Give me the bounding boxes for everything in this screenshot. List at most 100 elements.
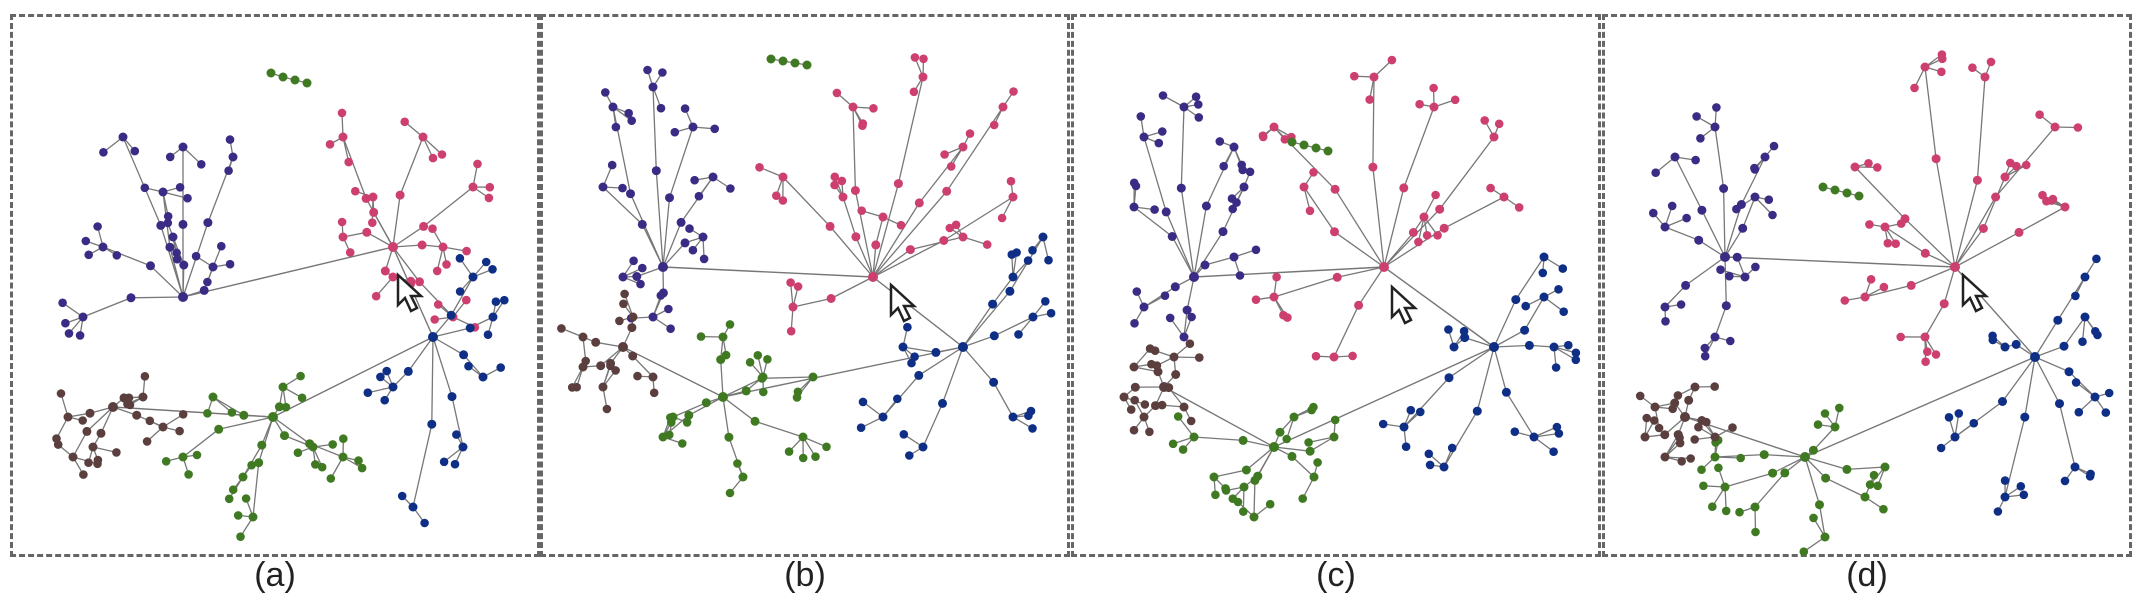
graph-node [1239, 182, 1249, 192]
graph-node [371, 291, 381, 301]
graph-node [1332, 272, 1342, 282]
graph-edge [1884, 226, 1926, 254]
graph-node [1269, 442, 1279, 452]
graph-node [64, 329, 74, 338]
graph-node [61, 318, 70, 328]
graph-edge [2018, 206, 2066, 233]
graph-node [1299, 182, 1309, 192]
graph-node [1879, 282, 1889, 292]
graph-edge [1193, 205, 1208, 278]
graph-node [1520, 325, 1530, 335]
graph-node [99, 148, 108, 157]
graph-edge [1701, 209, 1726, 258]
graph-node [473, 159, 482, 169]
graph-node [428, 224, 437, 233]
graph-node [1151, 401, 1160, 411]
graph-node [1139, 302, 1149, 312]
graph-node [798, 432, 808, 442]
graph-node [1815, 500, 1824, 510]
graph-node [1699, 481, 1708, 491]
graph-node [2101, 408, 2111, 417]
graph-node [1682, 213, 1691, 223]
graph-node [1661, 317, 1670, 326]
graph-node [68, 452, 78, 462]
graph-node [899, 430, 909, 439]
graph-node [1539, 252, 1549, 262]
graph-node [1179, 402, 1189, 412]
graph-node [1944, 413, 1954, 422]
graph-edge [102, 246, 151, 267]
graph-edge [946, 106, 1004, 192]
graph-node [1750, 502, 1760, 512]
graph-edge [1764, 453, 1806, 458]
graph-node [345, 248, 355, 257]
graph-edge [720, 359, 724, 398]
graph-node [618, 342, 628, 352]
graph-edge [1213, 469, 1247, 478]
graph-node [1732, 204, 1741, 214]
graph-node [1721, 301, 1731, 311]
graph-node [1006, 176, 1016, 186]
graph-edge [672, 402, 707, 418]
graph-node [2092, 254, 2101, 264]
graph-node [637, 219, 647, 229]
graph-node [1950, 262, 1960, 272]
graph-node [838, 192, 848, 202]
graph-node [1489, 132, 1499, 142]
graph-node [1800, 452, 1810, 462]
graph-node [1005, 286, 1015, 296]
graph-node [1150, 205, 1159, 214]
graph-node [725, 488, 735, 498]
graph-node [1552, 422, 1562, 432]
graph-node [2071, 291, 2080, 301]
graph-node [2047, 196, 2056, 205]
graph-node [192, 450, 202, 460]
graph-node [455, 254, 465, 263]
graph-edge [1515, 256, 1545, 300]
graph-node [1329, 352, 1339, 362]
graph-edge [722, 396, 730, 438]
panel-c [1071, 14, 1601, 557]
graph-node [1896, 332, 1905, 342]
graph-node [84, 250, 93, 260]
graph-node [165, 152, 175, 162]
graph-edge [1193, 436, 1244, 442]
graph-node [224, 494, 234, 504]
graph-node [208, 262, 218, 272]
graph-edge [272, 416, 310, 445]
graph-node [1309, 472, 1319, 482]
graph-node [1139, 132, 1149, 142]
graph-node [1830, 422, 1840, 432]
graph-edge [1303, 186, 1336, 233]
graph-node [1150, 346, 1160, 356]
graph-node [388, 242, 398, 252]
graph-node [254, 458, 264, 468]
graph-node [822, 442, 831, 452]
graph-node [1725, 271, 1734, 281]
graph-node [750, 416, 760, 426]
panel-label-a: (a) [254, 556, 296, 594]
graph-node [1450, 95, 1460, 105]
mouse-pointer-icon [1961, 272, 1990, 313]
graph-node [1980, 72, 1990, 82]
graph-node [75, 331, 85, 340]
graph-edge [1273, 446, 1311, 452]
graph-node [1551, 363, 1561, 372]
graph-node [1700, 343, 1710, 353]
graph-node [1406, 405, 1416, 415]
graph-node [274, 402, 284, 412]
graph-node [468, 272, 478, 282]
graph-node [302, 78, 312, 88]
graph-node [997, 213, 1007, 223]
graph-node [665, 193, 674, 203]
graph-node [1176, 183, 1186, 193]
graph-edge [2034, 356, 2070, 373]
graph-edge [373, 212, 394, 248]
graph-node [851, 232, 861, 242]
graph-edge [922, 403, 944, 448]
graph-node [825, 221, 835, 231]
graph-edge [918, 146, 964, 204]
graph-node [1178, 445, 1188, 454]
graph-node [1840, 296, 1850, 305]
graph-node [1931, 350, 1941, 359]
